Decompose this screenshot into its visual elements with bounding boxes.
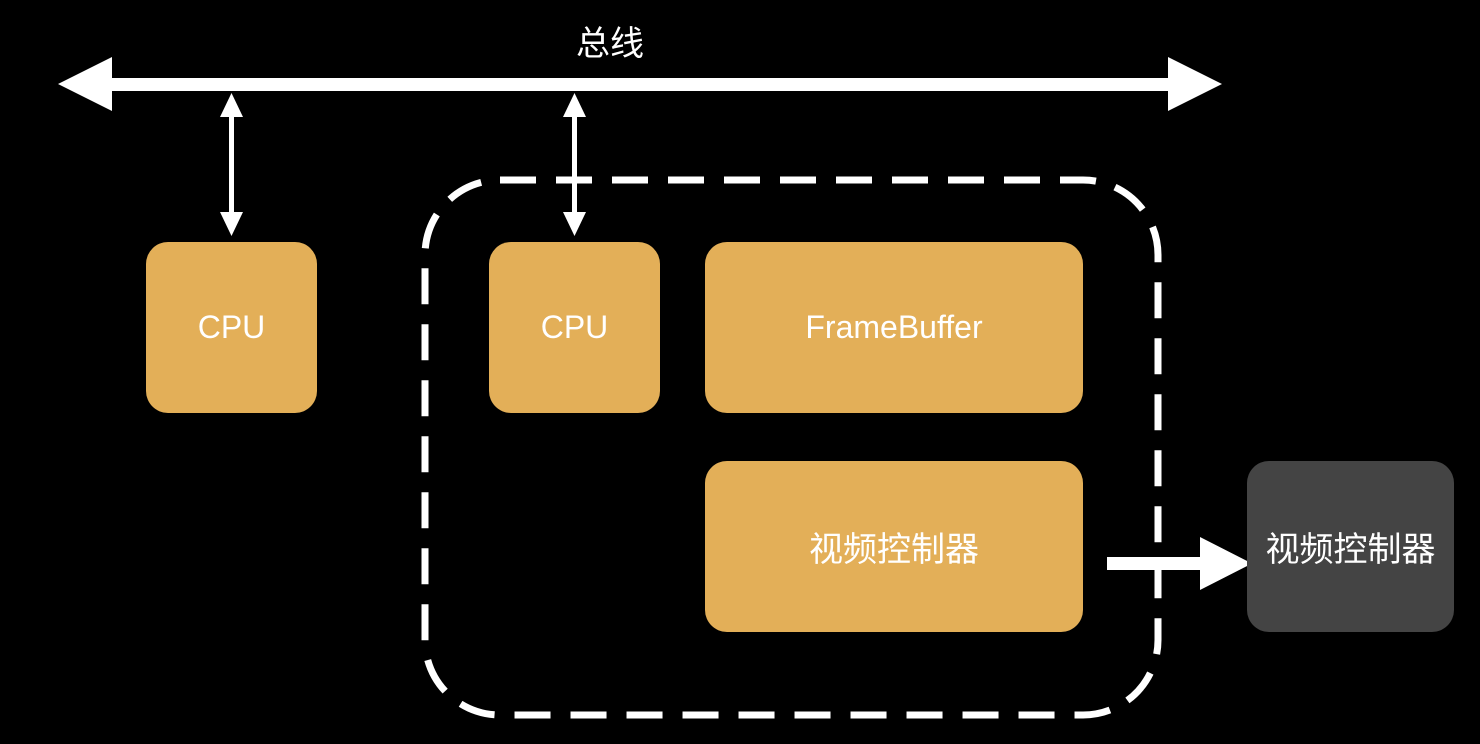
system-bus-arrow <box>58 57 1222 111</box>
video-output-arrow <box>1107 537 1252 590</box>
bus-label: 总线 <box>576 24 644 64</box>
cpu-left-box: CPU <box>146 242 317 413</box>
framebuffer-box: FrameBuffer <box>705 242 1083 413</box>
cpu-left-bus-link <box>220 93 243 236</box>
cpu-inner-bus-link <box>563 93 586 236</box>
cpu-inner-label: CPU <box>540 309 609 345</box>
video-controller-outer-label: 视频控制器 <box>1265 530 1436 570</box>
framebuffer-label: FrameBuffer <box>805 309 983 345</box>
video-controller-inner-box: 视频控制器 <box>705 461 1083 632</box>
video-controller-outer-box: 视频控制器 <box>1247 461 1454 632</box>
video-controller-inner-label: 视频控制器 <box>809 530 979 570</box>
bus-left-arrowhead <box>58 57 112 111</box>
cpu-inner-box: CPU <box>489 242 660 413</box>
cpu-left-label: CPU <box>197 309 266 345</box>
bus-right-arrowhead <box>1168 57 1222 111</box>
dashed-group-boundary <box>421 176 1162 719</box>
